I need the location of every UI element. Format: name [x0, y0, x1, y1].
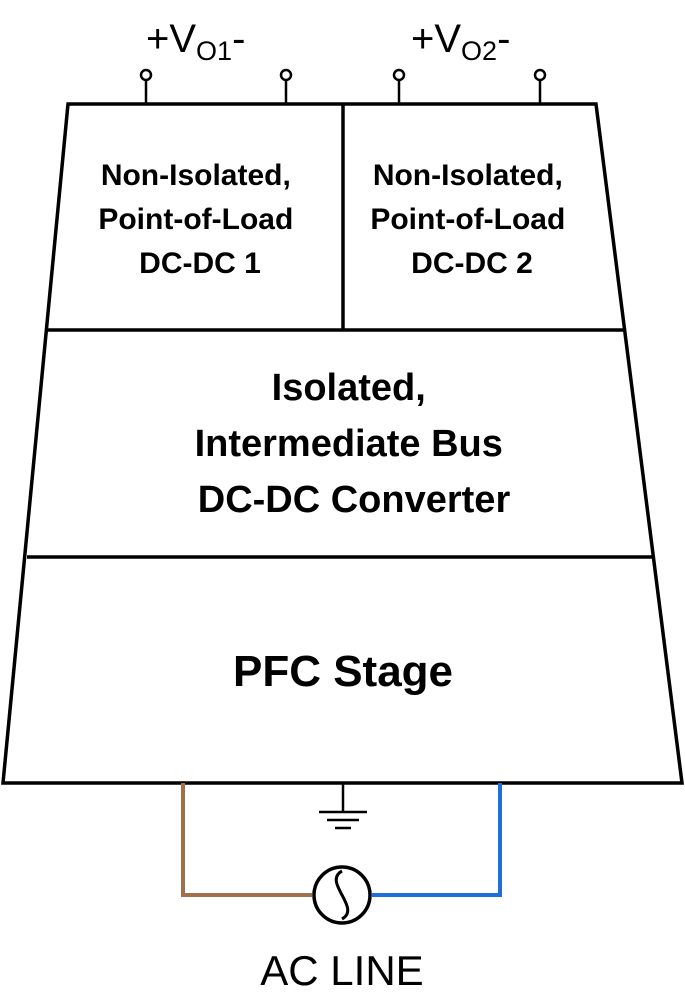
pol1-block-label: Non-Isolated, Point-of-Load DC-DC 1 [98, 159, 301, 280]
ac-source-icon [312, 865, 372, 925]
output2-negative-terminal [533, 68, 547, 104]
line-wire [181, 783, 312, 897]
pfc-block-label: PFC Stage [233, 647, 453, 696]
neutral-wire [372, 783, 502, 897]
ground-icon [319, 783, 367, 830]
converter-outline [1, 102, 684, 785]
output2-positive-terminal [392, 68, 406, 104]
pol2-block-label: Non-Isolated, Point-of-Load DC-DC 2 [370, 159, 573, 280]
ac-line-label: AC LINE [260, 947, 423, 994]
output1-negative-terminal [279, 68, 293, 104]
ibc-block-label: Isolated, Intermediate Bus DC-DC Convert… [195, 367, 514, 521]
output1-positive-terminal [139, 68, 153, 104]
output1-terminal-label: +VO1- [146, 17, 245, 66]
output2-terminal-label: +VO2- [411, 17, 510, 66]
